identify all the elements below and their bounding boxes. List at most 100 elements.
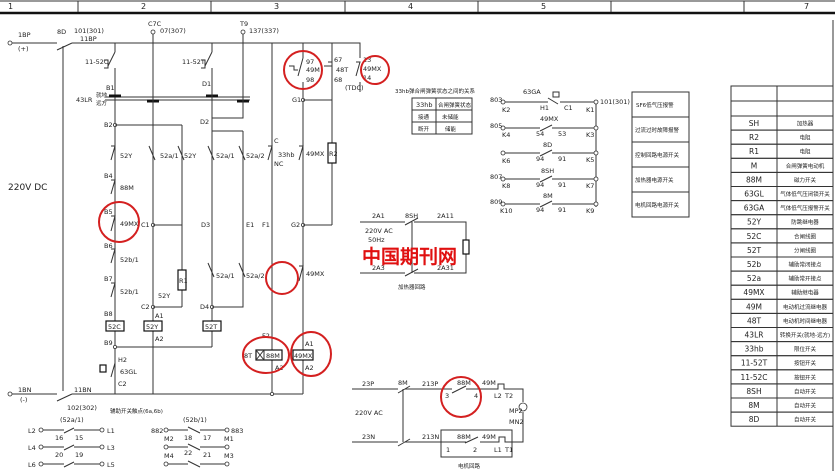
legend-code: 8D xyxy=(749,415,760,424)
wire-label: 213P xyxy=(422,380,438,388)
coil-label: 52T xyxy=(205,323,217,331)
pin-label: 54 xyxy=(536,130,544,138)
wire-label: 11BN xyxy=(74,386,92,394)
polarity-label: (+) xyxy=(18,45,29,53)
polarity-label: (-) xyxy=(20,396,27,404)
legend-code: 33hb xyxy=(744,345,763,354)
pin-label: A1 xyxy=(305,340,314,348)
alarm-label: 控制回路电源开关 xyxy=(635,151,680,159)
resistor-r1 xyxy=(177,269,187,291)
legend-code: M xyxy=(751,161,757,170)
pin-label: H1 xyxy=(540,104,549,112)
legend-description: 电动机时间继电器 xyxy=(783,317,828,325)
terminal-label: M2 xyxy=(164,435,174,443)
pin-label: 67 xyxy=(334,56,342,64)
pin-label: A1 xyxy=(155,312,164,320)
terminal-label: L4 xyxy=(28,444,36,452)
column-header: 1 2 3 4 5 7 xyxy=(0,0,835,15)
node-label: B8 xyxy=(104,310,113,318)
pin-label: 22 xyxy=(184,449,192,457)
contact-label: 88M xyxy=(120,184,134,192)
pin-label: A2 xyxy=(275,364,284,372)
contact-label: 52a/1 xyxy=(216,272,235,280)
wire-label: 807 xyxy=(490,173,502,181)
contact-label: 52Y xyxy=(158,292,170,300)
switch-label: 8D xyxy=(57,28,66,36)
table-cell: 未储能 xyxy=(442,113,459,121)
column-number: 5 xyxy=(541,2,546,11)
terminal-label: C7C xyxy=(148,20,162,28)
pin-label: 18 xyxy=(184,434,192,442)
column-number: 1 xyxy=(8,2,13,11)
legend-description: 磁力开关 xyxy=(794,176,817,184)
terminal-label: M4 xyxy=(164,452,174,460)
pin-label: 91 xyxy=(558,181,566,189)
wire-label: 213N xyxy=(422,433,439,441)
relation-table: 33hb弹合闸弹簧状态之间的关系 33hb 合闸弹簧状态 接通 未储能 断开 储… xyxy=(395,87,475,135)
pin-label: T1 xyxy=(504,446,513,454)
contact-label: 52a/2 xyxy=(246,272,265,280)
node-label: G1 xyxy=(292,96,301,104)
coil-label: 8T xyxy=(244,352,252,360)
legend-code: 52a xyxy=(747,274,761,283)
node-label: F1 xyxy=(262,221,270,229)
voltage-label: 220V AC xyxy=(355,409,383,417)
switch-label: 8SH xyxy=(405,212,418,220)
circuit-caption: 加热器回路 xyxy=(398,283,426,291)
wire-label: 137(337) xyxy=(249,27,279,35)
terminal-label: T9 xyxy=(239,20,248,28)
watermark: 中国期刊网 xyxy=(362,245,457,268)
contact-label: 52Y xyxy=(120,152,132,160)
highlight-circles xyxy=(98,50,482,418)
alarm-label: 过流过时故障报警 xyxy=(635,126,680,134)
contact-label: 52Y xyxy=(184,152,196,160)
legend-code: R1 xyxy=(749,147,759,156)
legend-description: 加热器 xyxy=(797,120,814,128)
table-cell: 断开 xyxy=(418,125,430,133)
node-label: E1 xyxy=(246,221,254,229)
wire-label: 11BP xyxy=(80,35,97,43)
terminal-label: M3 xyxy=(224,452,234,460)
legend-description: 电阻 xyxy=(799,148,811,156)
legend-row: R1 电阻 xyxy=(730,143,834,159)
legend-code: 88M xyxy=(746,175,762,184)
node-label: G2 xyxy=(291,221,300,229)
legend-description: 分闸线圈 xyxy=(794,246,817,254)
wire-label: 882 xyxy=(151,427,163,435)
legend-description: 按钮开关 xyxy=(794,373,817,381)
wire-label: 23N xyxy=(362,433,375,441)
node-label: B1 xyxy=(106,84,115,92)
legend-row: 88M 磁力开关 xyxy=(730,171,834,187)
pin-label: 3 xyxy=(445,392,449,400)
pin-label: 19 xyxy=(75,451,83,459)
legend-code: 11-52T xyxy=(741,359,768,368)
pin-label: A2 xyxy=(305,364,314,372)
legend-description: 辅助常闭接点 xyxy=(788,261,822,269)
section-title: 辅助开关触点(6a,6b) xyxy=(110,407,163,415)
highlight-circle xyxy=(265,261,299,295)
terminal-label: K5 xyxy=(586,156,594,164)
legend-code: 43LR xyxy=(745,331,764,340)
resistor-label: R1 xyxy=(179,277,188,285)
alarm-label: 电机回路电源开关 xyxy=(635,201,680,209)
legend-code: 52C xyxy=(747,232,762,241)
legend-code: 48T xyxy=(747,316,762,325)
wire-label: 805 xyxy=(490,122,502,130)
node-label: C2 xyxy=(141,303,150,311)
terminal-label: K7 xyxy=(586,182,594,190)
terminal-label: K10 xyxy=(500,207,513,215)
pin-label: 91 xyxy=(558,206,566,214)
pin-label: 14 xyxy=(363,74,371,82)
column-number: 4 xyxy=(408,2,413,11)
pin-label: 98 xyxy=(306,76,314,84)
alarm-circuit: 803 K2 63GA H1 C1 K1 101(301) 805 K4 49M… xyxy=(490,88,690,218)
table-cell: 合闸弹簧状态 xyxy=(438,101,472,109)
contact-label: 52a/1 xyxy=(216,152,235,160)
contact-label: 49MX xyxy=(120,220,139,228)
